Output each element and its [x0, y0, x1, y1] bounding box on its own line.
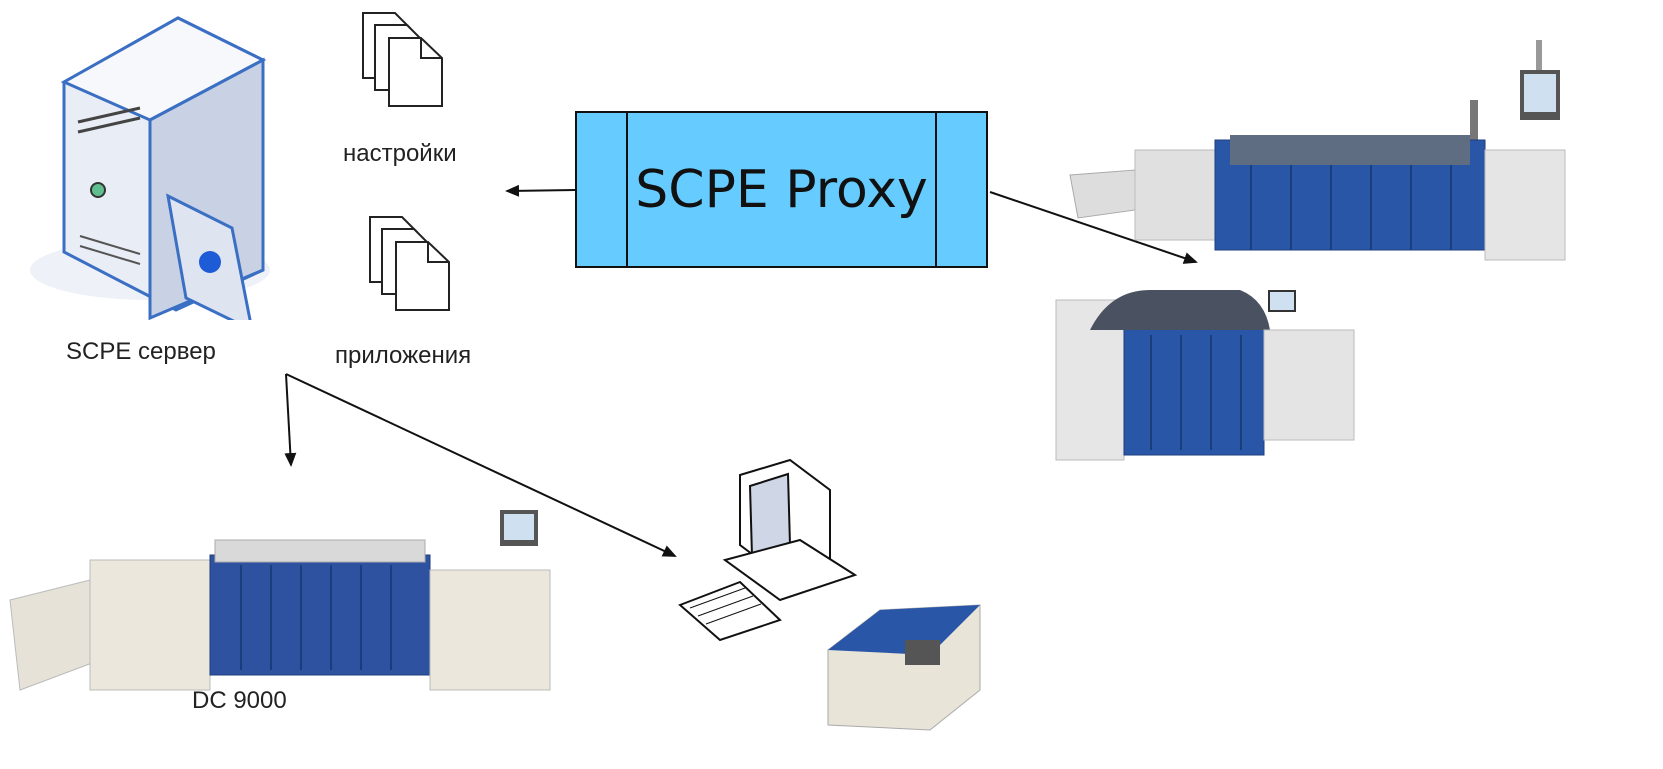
dc9000-label: DC 9000	[192, 687, 287, 714]
settings-label: настройки	[343, 140, 457, 167]
proxy-label: SCPE Proxy	[635, 159, 928, 220]
documents-icon	[362, 12, 450, 311]
scpe-proxy-box: SCPE Proxy	[575, 111, 988, 268]
server-label: SCPE сервер	[66, 338, 216, 365]
applications-label: приложения	[335, 342, 472, 369]
desktop-computer-icon	[678, 458, 858, 642]
mail-sorter-machine	[1055, 290, 1355, 461]
proxy-left-divider	[626, 113, 628, 266]
mail-sorter-machine	[1069, 40, 1566, 261]
arrow-server-to-computer	[285, 373, 677, 557]
arrow-server-to-dc9000	[284, 373, 297, 467]
proxy-right-divider	[935, 113, 937, 266]
desk-scanner-machine	[827, 604, 981, 731]
server-icon	[30, 16, 270, 320]
arrow-proxy-to-settings	[505, 184, 576, 197]
mail-sorter-machine	[9, 510, 551, 691]
arrow-proxy-to-machines	[989, 191, 1198, 264]
